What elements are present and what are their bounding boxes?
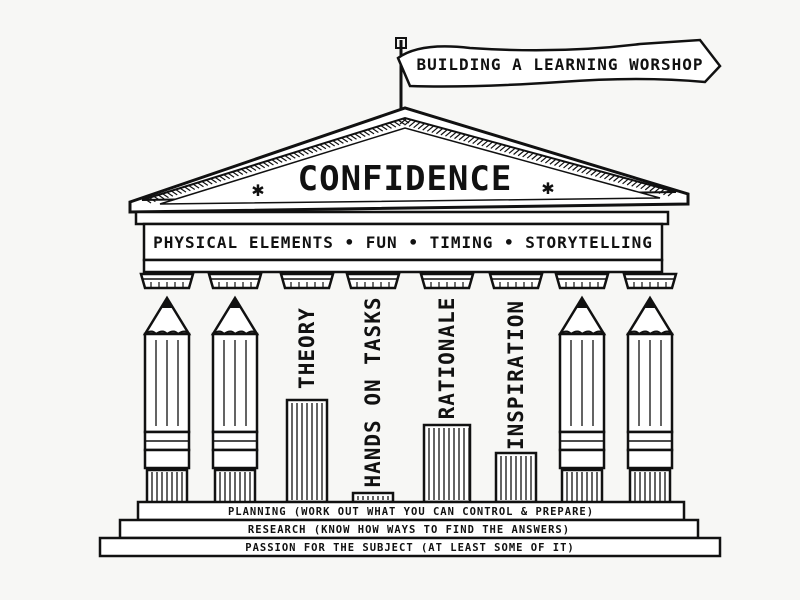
star-icon-right: ✱ bbox=[541, 179, 554, 198]
column-capital bbox=[345, 272, 401, 290]
step-top-text: PLANNING (WORK OUT WHAT YOU CAN CONTROL … bbox=[228, 506, 594, 518]
pencil-pillar bbox=[210, 295, 260, 505]
pillars: THEORY HANDS ON TASKS RATIONALE INSPIRATION bbox=[142, 295, 675, 505]
flag-text: BUILDING A LEARNING WORSHOP bbox=[416, 55, 703, 74]
pillar-label: INSPIRATION bbox=[504, 300, 528, 450]
column-capital bbox=[554, 272, 610, 290]
steps: PLANNING (WORK OUT WHAT YOU CAN CONTROL … bbox=[98, 500, 722, 558]
entablature-text: PHYSICAL ELEMENTS • FUN • TIMING • STORY… bbox=[153, 233, 653, 252]
column-capital bbox=[419, 272, 475, 290]
step-bottom bbox=[98, 536, 722, 558]
pencil-pillar bbox=[557, 295, 607, 505]
pencil-pillar bbox=[625, 295, 675, 505]
pillar-label: THEORY bbox=[295, 307, 319, 389]
pediment-hatching bbox=[144, 118, 675, 204]
word-pillar: INSPIRATION bbox=[494, 300, 538, 504]
word-pillar: HANDS ON TASKS bbox=[351, 296, 395, 504]
pediment-title: CONFIDENCE bbox=[298, 159, 513, 199]
pillar-label: RATIONALE bbox=[435, 297, 459, 420]
column-capital bbox=[622, 272, 678, 290]
step-middle-text: RESEARCH (KNOW HOW WAYS TO FIND THE ANSW… bbox=[248, 524, 570, 536]
word-pillar: THEORY bbox=[285, 307, 329, 504]
column-capital bbox=[139, 272, 195, 290]
word-pillar: RATIONALE bbox=[422, 297, 472, 504]
pencil-pillar bbox=[142, 295, 192, 505]
flag: BUILDING A LEARNING WORSHOP bbox=[395, 37, 722, 112]
pillar-label: HANDS ON TASKS bbox=[361, 296, 385, 487]
column-capital bbox=[279, 272, 335, 290]
column-capitals bbox=[139, 272, 678, 290]
star-icon-left: ✱ bbox=[251, 181, 264, 200]
column-capital bbox=[207, 272, 263, 290]
column-capital bbox=[488, 272, 544, 290]
flag-banner bbox=[396, 38, 722, 88]
step-bottom-text: PASSION FOR THE SUBJECT (AT LEAST SOME O… bbox=[245, 542, 574, 554]
pediment: CONFIDENCE ✱ ✱ bbox=[128, 106, 690, 214]
entablature: PHYSICAL ELEMENTS • FUN • TIMING • STORY… bbox=[134, 210, 670, 274]
